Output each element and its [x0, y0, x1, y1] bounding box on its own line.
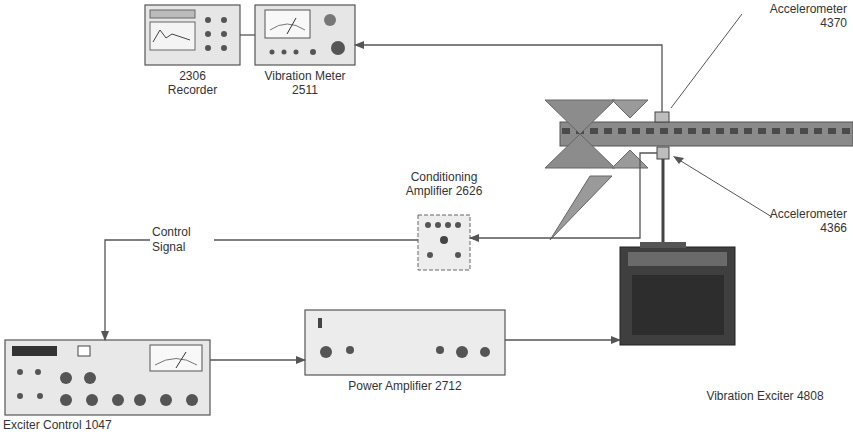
- knob: [160, 394, 172, 406]
- equipment-node: Exciter Control 1047: [5, 340, 210, 415]
- knob: [60, 372, 72, 384]
- signal-line: [240, 34, 255, 35]
- knob: [134, 394, 146, 406]
- knob: [186, 394, 198, 406]
- knob: [112, 394, 124, 406]
- equipment-node: Accelerometer 4366: [657, 147, 669, 159]
- power-amplifier-illustration: [305, 310, 505, 375]
- control-knobs: [17, 369, 198, 406]
- leader-line: [671, 14, 742, 108]
- knob: [37, 393, 43, 399]
- edge-label: Control Signal: [150, 225, 214, 255]
- recorder-illustration: [145, 5, 240, 65]
- knob: [86, 394, 98, 406]
- equipment-label: Power Amplifier 2712: [345, 379, 465, 393]
- leader-arrow: [673, 156, 684, 164]
- signal-line: [210, 359, 305, 360]
- test-beam: [545, 100, 853, 240]
- stinger: [662, 159, 665, 247]
- equipment-node: 2306 Recorder: [145, 5, 240, 65]
- equipment-node: Power Amplifier 2712: [305, 310, 505, 375]
- equipment-label: Exciter Control 1047: [3, 418, 163, 432]
- signal-line: [505, 339, 620, 340]
- equipment-node: Vibration Meter 2511: [255, 5, 355, 65]
- equipment-label: Conditioning Amplifier 2626: [394, 170, 494, 198]
- leader-line: [676, 158, 772, 217]
- equipment-label: 2306 Recorder: [160, 69, 225, 97]
- knob: [17, 393, 23, 399]
- knob: [35, 369, 41, 375]
- equipment-node: Accelerometer 4370: [655, 112, 669, 122]
- knob: [60, 394, 72, 406]
- exciter-control-illustration: [5, 340, 210, 415]
- knob: [84, 372, 96, 384]
- vibration-meter-illustration: [255, 5, 355, 65]
- equipment-node: Conditioning Amplifier 2626: [418, 215, 470, 270]
- conditioning-amplifier-illustration: [418, 215, 470, 270]
- knob: [17, 369, 23, 375]
- signal-line: [470, 153, 657, 238]
- signal-line: [105, 240, 418, 340]
- equipment-label: Vibration Exciter 4808: [705, 389, 825, 403]
- equipment-label: Accelerometer 4366: [745, 207, 847, 235]
- equipment-node: Vibration Exciter 4808: [620, 247, 735, 345]
- equipment-label: Vibration Meter 2511: [250, 69, 360, 97]
- accelerometer-body: [655, 112, 669, 122]
- signal-line: [355, 45, 662, 112]
- accelerometer-body: [657, 147, 669, 159]
- vibration-exciter-illustration: [620, 242, 735, 345]
- equipment-label: Accelerometer 4370: [745, 2, 847, 30]
